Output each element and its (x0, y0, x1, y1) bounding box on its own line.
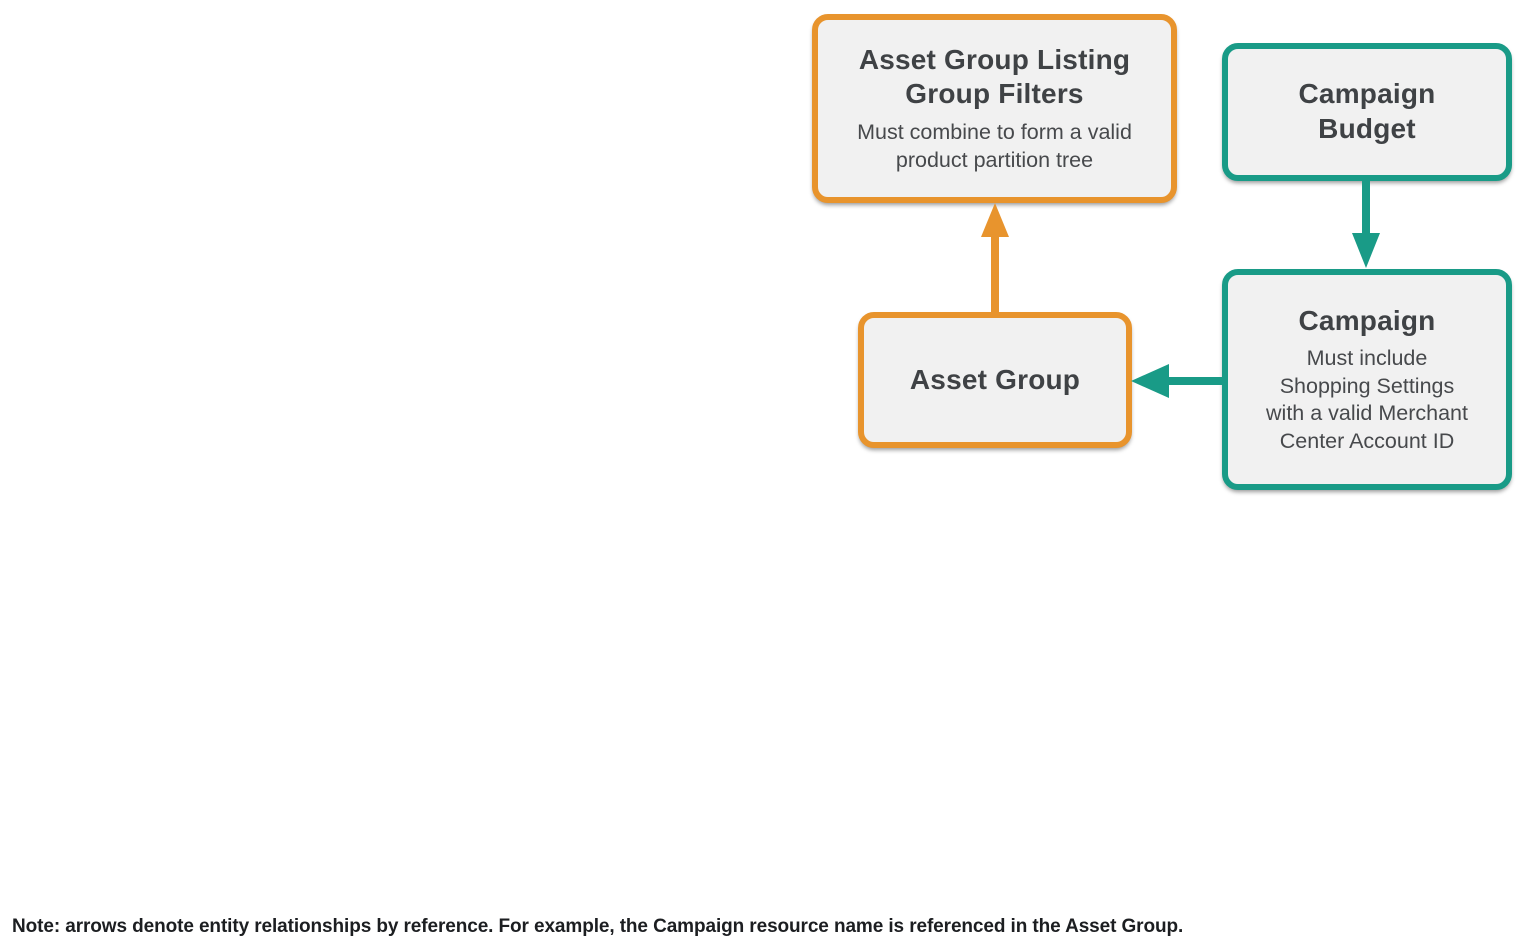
node-description: Must combine to form a valid product par… (857, 120, 1132, 172)
node-campaign-budget: Campaign Budget (1222, 43, 1512, 181)
node-title: Asset Group (909, 363, 1081, 395)
arrowhead-up-icon (981, 203, 1009, 237)
arrowhead-down-icon (1352, 233, 1380, 268)
footnote-text: Note: arrows denote entity relationships… (12, 916, 1184, 937)
node-asset-group-listing-group-filters: Asset Group Listing Group Filters Must c… (812, 14, 1177, 203)
node-campaign: Campaign Must include Shopping Settings … (1222, 269, 1512, 490)
node-asset-group: Asset Group (858, 312, 1132, 448)
arrow-shaft (991, 235, 999, 312)
node-description: Must include Shopping Settings with a va… (1266, 346, 1468, 453)
arrow-shaft (1165, 377, 1222, 385)
node-title: Campaign (1298, 304, 1436, 336)
node-title: Asset Group Listing Group Filters (858, 43, 1131, 110)
arrow-shaft (1362, 180, 1370, 235)
node-title: Campaign Budget (1298, 78, 1436, 144)
arrowhead-left-icon (1131, 364, 1169, 398)
